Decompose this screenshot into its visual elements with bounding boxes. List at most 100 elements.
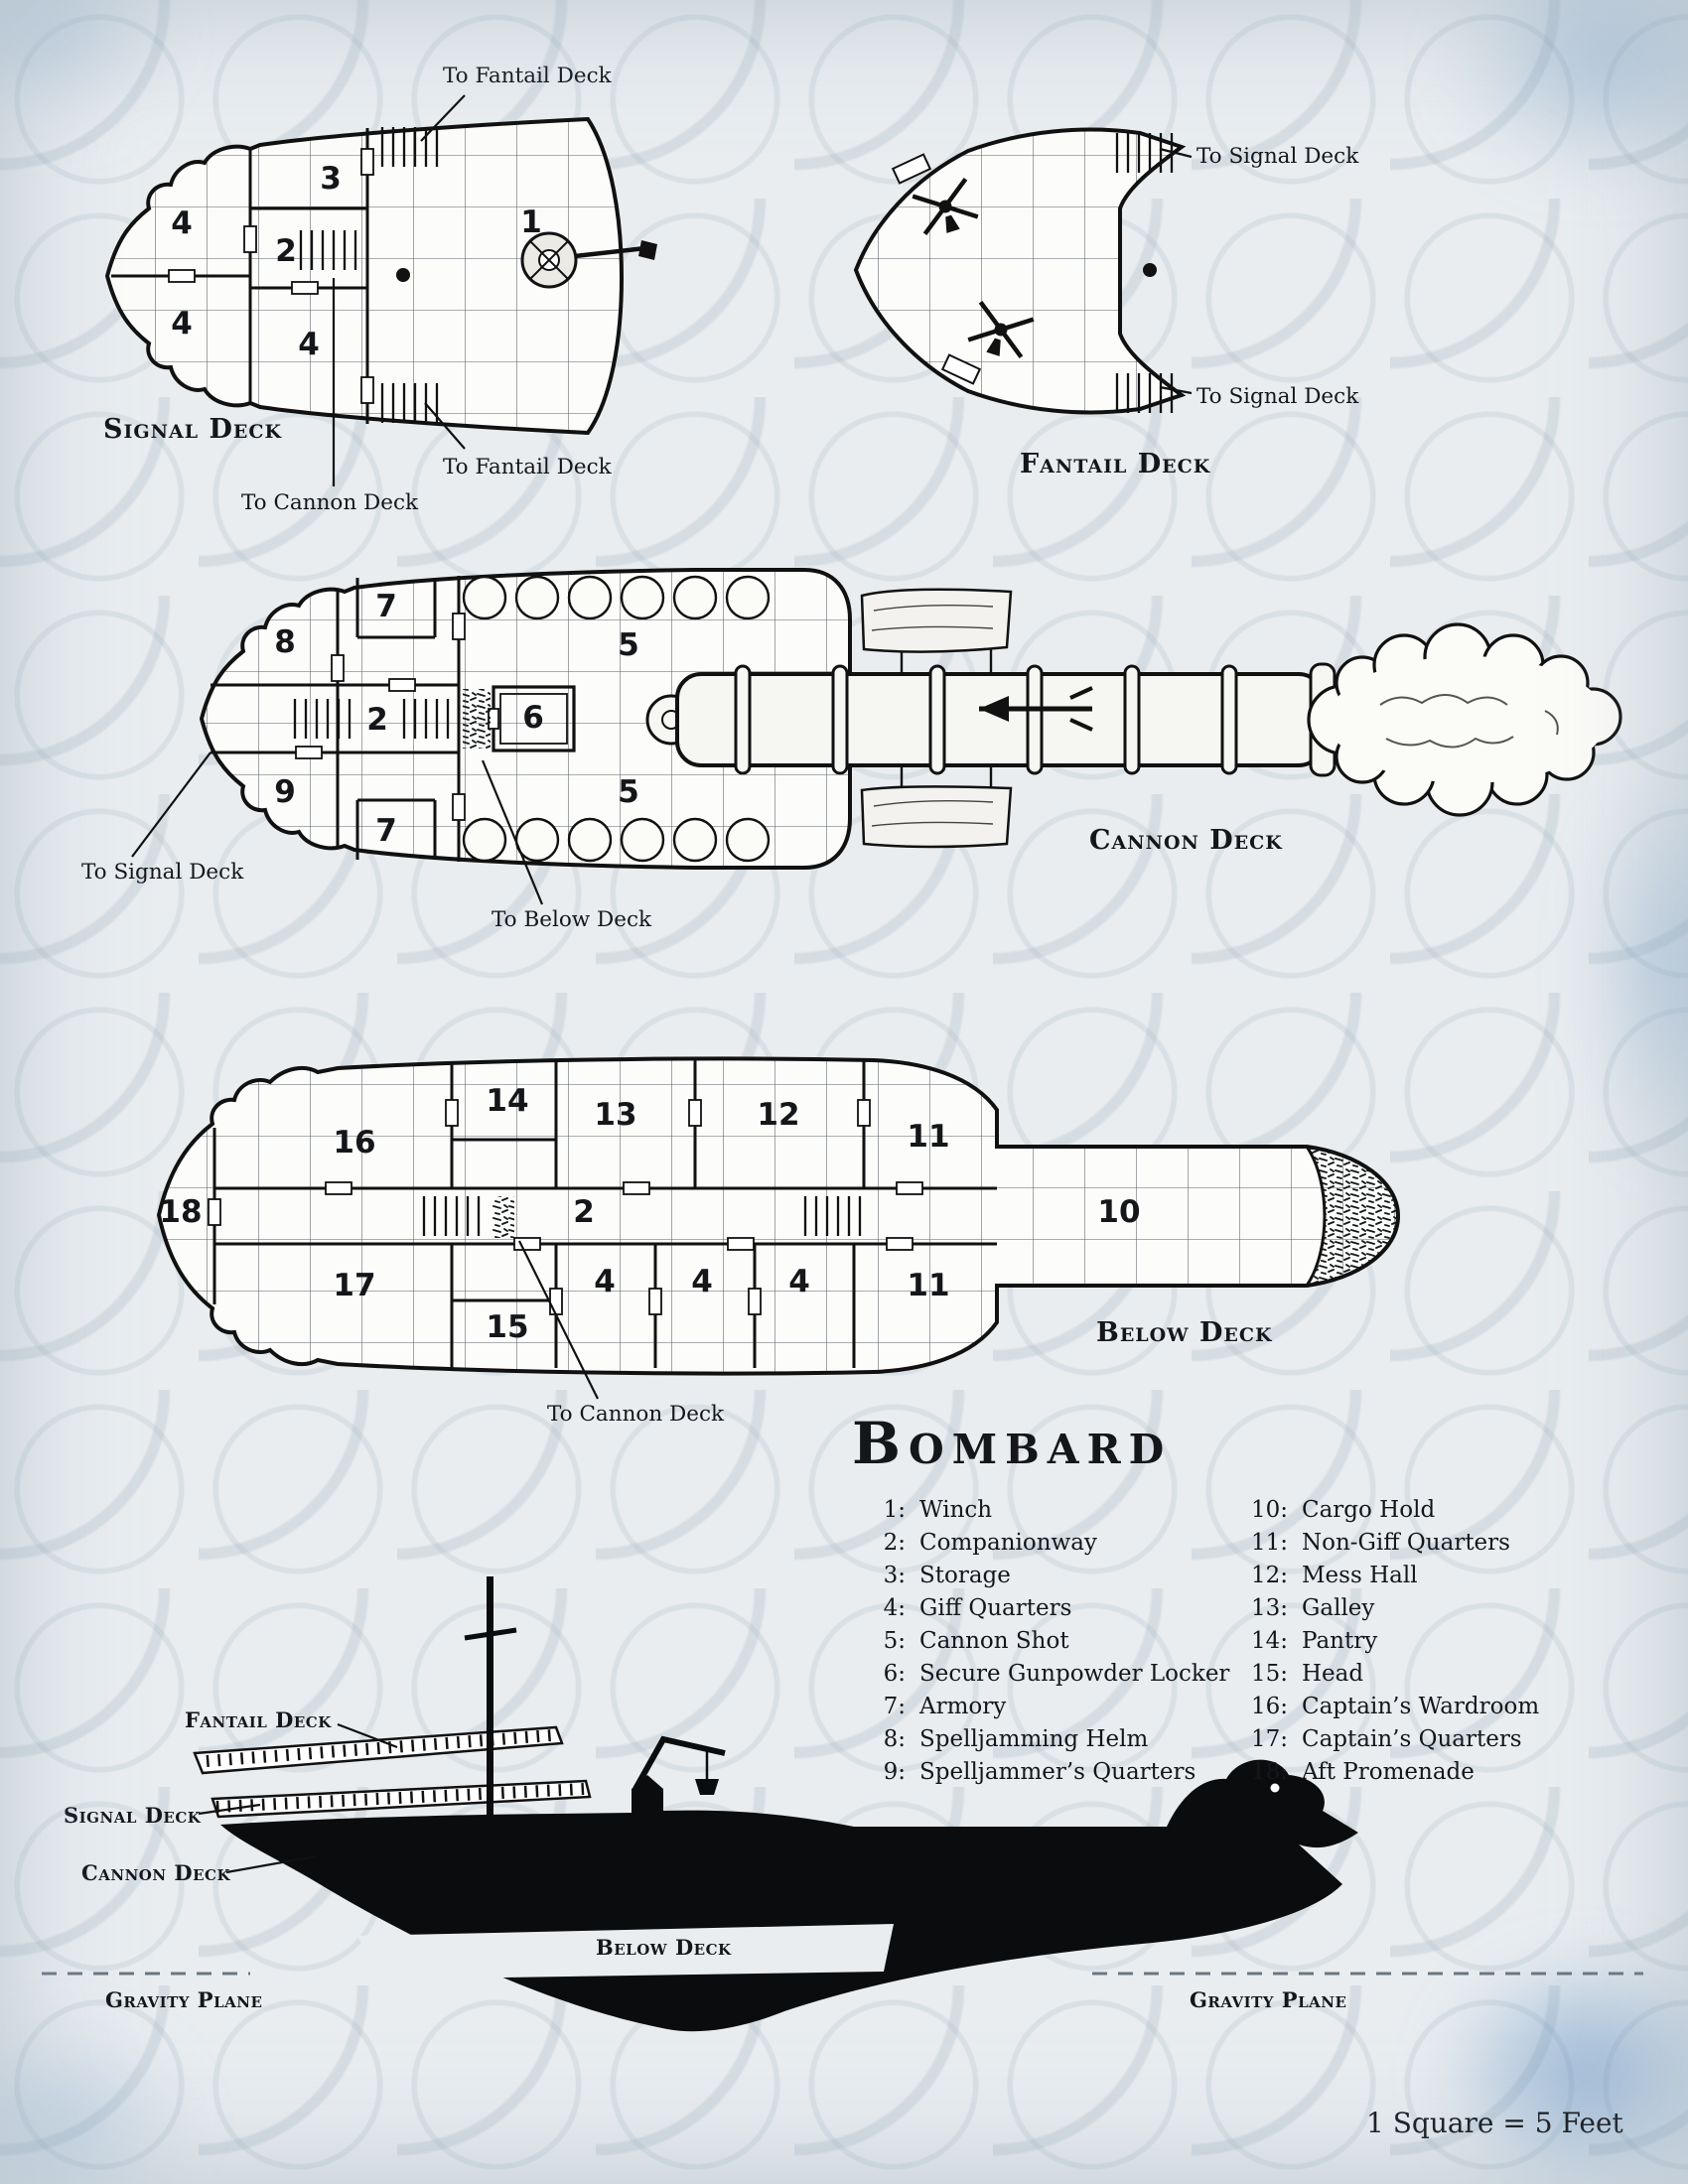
room-number: 16 bbox=[333, 1125, 376, 1160]
room-number: 5 bbox=[618, 774, 639, 810]
deck-hatch-cover bbox=[940, 353, 982, 385]
ship-side-view bbox=[42, 1576, 1643, 2032]
room-number: 4 bbox=[788, 1264, 810, 1299]
legend-entry: 11: Non-Giff Quarters bbox=[1242, 1527, 1539, 1560]
legend-entry: 14: Pantry bbox=[1242, 1625, 1539, 1658]
cannon-blast-illustration bbox=[1307, 622, 1622, 817]
fantail-deck-label: Fantail Deck bbox=[1020, 449, 1211, 479]
to-cannon-deck-annotation: To Cannon Deck bbox=[241, 490, 419, 515]
legend-column-2: 10:Cargo Hold 11: Non-Giff Quarters 12: Me… bbox=[1242, 1494, 1539, 1789]
legend-entry-number: 15: bbox=[1250, 1661, 1288, 1687]
legend-entry-label: Captain’s Wardroom bbox=[1302, 1694, 1540, 1719]
legend-entry-label: Spelljamming Helm bbox=[919, 1726, 1149, 1752]
legend-entry-number: 18: bbox=[1250, 1759, 1288, 1785]
legend-entry-label: Non-Giff Quarters bbox=[1302, 1530, 1510, 1556]
hull-label-band bbox=[357, 1924, 894, 1979]
legend-entry-label: Aft Promenade bbox=[1302, 1759, 1475, 1785]
legend-entry-label: Armory bbox=[919, 1694, 1007, 1719]
legend-entry: 8: Spelljamming Helm bbox=[860, 1723, 1229, 1756]
to-signal-deck-annotation: To Signal Deck bbox=[1196, 384, 1359, 409]
legend-entry-label: Cannon Shot bbox=[919, 1628, 1069, 1654]
mast-dot bbox=[1143, 263, 1157, 277]
to-below-deck-annotation: To Below Deck bbox=[492, 907, 652, 932]
legend-entry: 17:Captain’s Quarters bbox=[1242, 1723, 1539, 1756]
side-below-deck-label: Below Deck bbox=[596, 1935, 732, 1960]
room-number: 10 bbox=[1097, 1194, 1141, 1230]
legend-entry-number: 13: bbox=[1250, 1595, 1288, 1621]
room-number: 9 bbox=[274, 774, 296, 810]
legend-entry-label: Spelljammer’s Quarters bbox=[919, 1759, 1196, 1785]
signal-deck-plan bbox=[104, 94, 657, 486]
side-cannon-deck-label: Cannon Deck bbox=[81, 1860, 230, 1885]
mast-dot bbox=[396, 268, 410, 282]
legend-entry-label: Cargo Hold bbox=[1302, 1497, 1436, 1523]
legend-entry-label: Companionway bbox=[919, 1530, 1097, 1556]
room-number: 7 bbox=[375, 813, 397, 849]
side-signal-deck-label: Signal Deck bbox=[64, 1803, 202, 1828]
gravity-plane-label-right: Gravity Plane bbox=[1190, 1987, 1347, 2012]
room-number: 17 bbox=[333, 1268, 376, 1303]
legend-entry: 1:Winch bbox=[860, 1494, 1229, 1527]
legend-entry-number: 9: bbox=[883, 1759, 906, 1785]
signal-deck-label: Signal Deck bbox=[103, 414, 283, 445]
legend-entry-number: 3: bbox=[883, 1563, 906, 1588]
legend-entry: 10:Cargo Hold bbox=[1242, 1494, 1539, 1527]
cannon-deck-hatch bbox=[492, 1196, 514, 1238]
room-number: 14 bbox=[486, 1083, 529, 1119]
side-fantail-deck-label: Fantail Deck bbox=[185, 1707, 332, 1732]
room-number: 2 bbox=[366, 702, 388, 738]
legend-column-1: 1:Winch 2: Companionway 3:Storage 4: Giff … bbox=[860, 1494, 1230, 1789]
room-number: 4 bbox=[594, 1264, 616, 1299]
legend-entry: 4: Giff Quarters bbox=[860, 1592, 1229, 1625]
legend-entry-label: Winch bbox=[919, 1497, 993, 1523]
legend-entry-label: Giff Quarters bbox=[919, 1595, 1072, 1621]
legend-entry: 2: Companionway bbox=[860, 1527, 1229, 1560]
legend-entry: 18: Aft Promenade bbox=[1242, 1756, 1539, 1789]
legend-entry: 3:Storage bbox=[860, 1560, 1229, 1592]
room-number: 3 bbox=[320, 161, 342, 197]
legend-entry-number: 12: bbox=[1250, 1563, 1288, 1588]
legend-entry-label: Head bbox=[1302, 1661, 1364, 1687]
legend-entry-number: 6: bbox=[883, 1661, 906, 1687]
room-number: 4 bbox=[298, 327, 320, 362]
legend-entry-label: Mess Hall bbox=[1302, 1563, 1418, 1588]
legend-entry: 9: Spelljammer’s Quarters bbox=[860, 1756, 1229, 1789]
to-fantail-deck-annotation: To Fantail Deck bbox=[443, 455, 612, 479]
timber-mounts bbox=[860, 588, 1013, 849]
legend-entry-number: 2: bbox=[883, 1530, 906, 1556]
legend-entry: 6:Secure Gunpowder Locker bbox=[860, 1658, 1230, 1691]
fantail-deck-plan bbox=[853, 127, 1193, 415]
legend-entry-label: Galley bbox=[1302, 1595, 1375, 1621]
room-number: 1 bbox=[520, 205, 542, 240]
cannon-deck-plan bbox=[131, 568, 1622, 905]
room-number: 2 bbox=[573, 1194, 595, 1230]
legend-entry: 7:Armory bbox=[860, 1691, 1229, 1723]
legend-entry-number: 11: bbox=[1250, 1530, 1288, 1556]
cannonball-racks bbox=[462, 575, 771, 863]
crane-davit bbox=[633, 1735, 726, 1795]
legend-entry-number: 14: bbox=[1250, 1628, 1288, 1654]
legend-entry-label: Pantry bbox=[1302, 1628, 1378, 1654]
deck-hatch-cover bbox=[891, 153, 932, 185]
legend-entry: 13: Galley bbox=[1242, 1592, 1539, 1625]
cannon-barrel bbox=[645, 662, 1336, 777]
room-number: 12 bbox=[757, 1097, 800, 1133]
room-number: 11 bbox=[907, 1119, 950, 1155]
cannon-deck-label: Cannon Deck bbox=[1089, 825, 1283, 856]
legend-entry: 12: Mess Hall bbox=[1242, 1560, 1539, 1592]
to-cannon-deck-annotation: To Cannon Deck bbox=[547, 1402, 725, 1427]
legend-entry-number: 8: bbox=[883, 1726, 906, 1752]
room-number: 6 bbox=[522, 700, 544, 736]
room-number: 4 bbox=[691, 1264, 713, 1299]
legend-entry: 16:Captain’s Wardroom bbox=[1242, 1691, 1539, 1723]
room-number: 8 bbox=[274, 624, 296, 660]
harpoon-ornament bbox=[979, 686, 1093, 732]
legend-entry-label: Captain’s Quarters bbox=[1302, 1726, 1522, 1752]
legend-entry: 5:Cannon Shot bbox=[860, 1625, 1229, 1658]
figurehead-eye bbox=[1270, 1783, 1280, 1793]
aft-deck-strips bbox=[193, 1725, 592, 1819]
legend-entry-number: 4: bbox=[883, 1595, 906, 1621]
below-deck-plan bbox=[156, 1056, 1401, 1400]
gravity-plane-label-left: Gravity Plane bbox=[105, 1987, 263, 2012]
